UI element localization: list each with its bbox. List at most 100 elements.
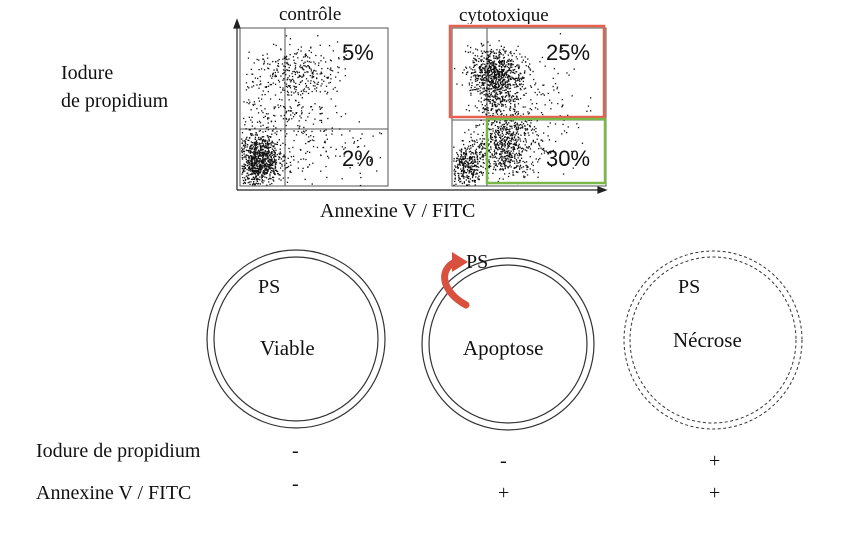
- scatter-dot: [285, 35, 288, 37]
- scatter-dot: [508, 130, 510, 132]
- scatter-dot: [255, 156, 257, 158]
- scatter-dot: [539, 145, 541, 147]
- scatter-dot: [290, 81, 292, 83]
- scatter-dot: [510, 150, 512, 152]
- scatter-dot: [478, 151, 481, 154]
- scatter-dot: [300, 46, 302, 48]
- scatter-dot: [474, 71, 477, 73]
- scatter-dot: [256, 153, 258, 155]
- scatter-dot: [509, 94, 511, 96]
- scatter-dot: [273, 171, 276, 173]
- scatter-dot: [512, 174, 514, 176]
- scatter-dot: [491, 79, 493, 82]
- scatter-dot: [292, 146, 294, 149]
- scatter-dot: [276, 69, 278, 71]
- scatter-dot: [504, 160, 506, 162]
- scatter-dot: [273, 43, 275, 45]
- scatter-dot: [510, 102, 512, 105]
- scatter-dot: [282, 58, 284, 60]
- scatter-dot: [270, 163, 272, 165]
- scatter-dot: [542, 149, 545, 151]
- scatter-dot: [497, 141, 499, 144]
- scatter-dot: [277, 173, 280, 175]
- scatter-dot: [258, 69, 260, 71]
- scatter-dot: [505, 89, 507, 91]
- scatter-dot: [478, 57, 480, 60]
- scatter-dot: [267, 63, 269, 65]
- scatter-dot: [469, 165, 471, 167]
- scatter-dot: [270, 146, 272, 148]
- scatter-dot: [246, 164, 248, 167]
- scatter-dot: [312, 85, 315, 87]
- scatter-dot: [514, 136, 516, 138]
- scatter-dot: [490, 51, 493, 53]
- scatter-dot: [480, 143, 482, 146]
- scatter-dot: [490, 71, 492, 73]
- scatter-dot: [480, 92, 482, 94]
- scatter-dot: [277, 172, 279, 175]
- scatter-dot: [501, 60, 504, 62]
- scatter-dot: [541, 139, 543, 141]
- scatter-dot: [488, 100, 490, 102]
- scatter-dot: [305, 84, 308, 87]
- scatter-dot: [479, 90, 481, 92]
- scatter-dot: [302, 92, 304, 95]
- viable-cell-outer-membrane: [206, 249, 386, 429]
- scatter-dot: [294, 67, 297, 69]
- scatter-dot: [310, 47, 312, 49]
- scatter-dot: [278, 158, 280, 160]
- scatter-dot: [477, 76, 479, 78]
- scatter-dot: [488, 144, 490, 146]
- scatter-dot: [481, 134, 484, 137]
- scatter-dot: [244, 155, 246, 157]
- scatter-dot: [496, 148, 498, 150]
- scatter-dot: [267, 67, 269, 69]
- scatter-dot: [481, 71, 483, 74]
- scatter-dot: [475, 150, 477, 153]
- scatter-dot: [509, 162, 511, 164]
- scatter-dot: [458, 173, 460, 175]
- scatter-dot: [318, 62, 320, 64]
- scatter-dot: [253, 170, 256, 172]
- scatter-dot: [504, 164, 506, 166]
- scatter-dot: [461, 170, 463, 172]
- scatter-dot: [540, 112, 543, 114]
- scatter-dot: [306, 60, 309, 62]
- scatter-dot: [482, 88, 484, 90]
- scatter-dot: [482, 166, 484, 168]
- scatter-dot: [248, 116, 250, 118]
- scatter-dot: [497, 72, 499, 74]
- scatter-dot: [460, 168, 462, 170]
- scatter-dot: [257, 178, 259, 180]
- scatter-dot: [480, 70, 482, 72]
- scatter-dot: [265, 162, 267, 164]
- scatter-dot: [465, 109, 468, 111]
- scatter-dot: [490, 148, 492, 150]
- scatter-dot: [541, 56, 544, 59]
- scatter-dot: [247, 139, 249, 141]
- scatter-dot: [487, 96, 489, 98]
- scatter-dot: [519, 167, 521, 169]
- scatter-dot: [498, 134, 500, 137]
- scatter-dot: [502, 161, 504, 163]
- scatter-dot: [328, 157, 330, 159]
- scatter-dot: [265, 177, 268, 179]
- scatter-dot: [275, 161, 278, 163]
- scatter-dot: [343, 59, 345, 61]
- scatter-dot: [520, 126, 522, 129]
- scatter-dot: [508, 75, 511, 77]
- scatter-dot: [461, 162, 463, 164]
- scatter-dot: [453, 160, 455, 162]
- scatter-dot: [320, 72, 323, 75]
- scatter-dot: [336, 112, 338, 114]
- scatter-dot: [256, 134, 258, 136]
- scatter-dot: [483, 90, 485, 92]
- scatter-dot: [539, 157, 541, 160]
- scatter-dot: [516, 171, 518, 174]
- scatter-dot: [247, 149, 250, 152]
- scatter-dot: [518, 143, 520, 145]
- scatter-dot: [495, 87, 497, 89]
- scatter-dot: [250, 160, 252, 162]
- scatter-dot: [268, 139, 271, 141]
- scatter-dot: [309, 82, 312, 84]
